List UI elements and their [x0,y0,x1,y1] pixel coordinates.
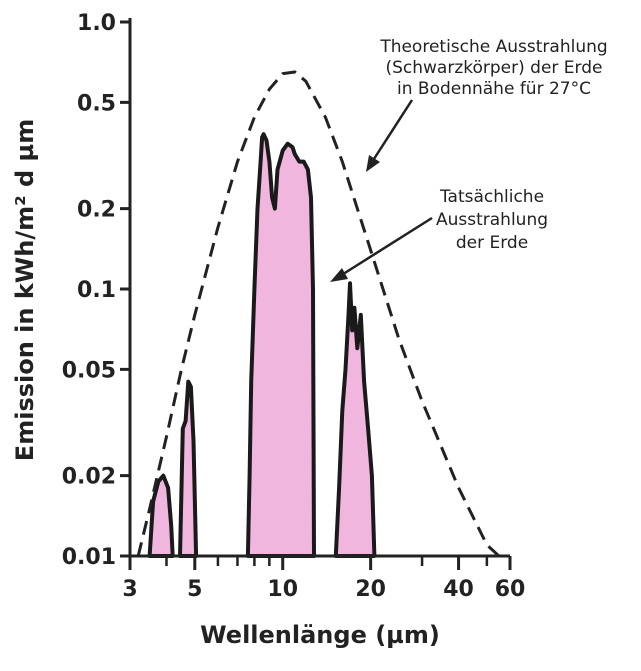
emission-band-4 [333,281,377,558]
emission-band-2 [178,379,199,558]
y-tick-label: 0.2 [77,198,116,223]
blackbody-annotation: Theoretische Ausstrahlung (Schwarzkörper… [379,37,607,99]
annotation-line: (Schwarzkörper) der Erde [385,58,602,78]
annotation-line: Ausstrahlung [436,210,548,230]
x-tick-label: 20 [355,577,386,602]
y-tick-label: 0.02 [62,465,116,490]
blackbody-arrow [370,99,414,163]
x-tick-label: 60 [495,577,526,602]
blackbody-arrow-head [366,155,380,172]
actual-emission-annotation: Tatsächliche Ausstrahlung der Erde [436,187,548,253]
y-axis-label: Emission in kWh/m² d µm [11,119,39,461]
emission-band-3 [245,132,316,558]
y-tick-label: 0.1 [77,278,116,303]
y-tick-label: 0.5 [77,91,116,116]
annotation-line: Theoretische Ausstrahlung [379,37,607,57]
emission-band-1 [147,473,175,558]
x-tick-label: 10 [267,577,298,602]
annotation-line: Tatsächliche [439,187,544,207]
y-tick-label: 0.01 [62,545,116,570]
blackbody-curve [136,70,501,558]
actual-emission-arrow [339,216,433,278]
x-tick-label: 3 [122,577,137,602]
actual-emission-arrow-head [330,268,348,282]
x-axis-label: Wellenlänge (µm) [200,621,440,649]
x-tick-label: 40 [443,577,474,602]
annotation-line: in Bodennähe für 27°C [397,79,591,99]
annotation-arrows [330,99,433,282]
plot-area: 0.01 0.02 0.05 0.1 0.2 0.5 1.0 3 5 10 20 40 60 [62,11,526,602]
x-tick-label: 5 [187,577,202,602]
annotation-line: der Erde [456,233,528,253]
y-tick-label: 1.0 [77,11,116,36]
y-tick-label: 0.05 [62,358,116,383]
